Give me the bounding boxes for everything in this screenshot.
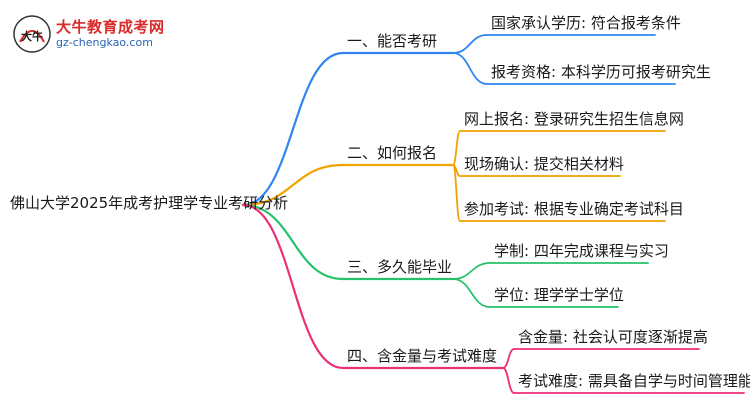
connector-branch-leaf-2-1 xyxy=(452,130,461,166)
logo-badge-text: 大牛 xyxy=(21,29,43,43)
connector-branch-leaf-3-1 xyxy=(452,262,491,280)
leaf-node-4-1: 含金量: 社会认可度逐渐提高 xyxy=(518,328,708,346)
leaf-node-3-2: 学位: 理学学士学位 xyxy=(494,286,624,304)
leaf-node-1-1: 国家承认学历: 符合报考条件 xyxy=(491,14,681,32)
connector-branch-leaf-4-2 xyxy=(502,367,515,394)
branch-node-1: 一、能否考研 xyxy=(347,32,438,50)
branch-node-3: 三、多久能毕业 xyxy=(347,258,453,276)
connector-branch-leaf-1-1 xyxy=(452,34,488,54)
logo-url: gz-chengkao.com xyxy=(56,36,153,49)
leaf-node-2-3: 参加考试: 根据专业确定考试科目 xyxy=(464,200,684,218)
branch-node-4: 四、含金量与考试难度 xyxy=(347,347,498,365)
leaf-node-3-1: 学制: 四年完成课程与实习 xyxy=(494,242,669,260)
site-logo: 大牛 大牛教育成考网 gz-chengkao.com xyxy=(12,14,165,54)
mindmap-root-node: 佛山大学2025年成考护理学专业考研分析 xyxy=(10,194,289,212)
connector-branch-leaf-4-1 xyxy=(502,348,515,369)
leaf-node-2-2: 现场确认: 提交相关材料 xyxy=(464,155,624,173)
leaf-node-2-1: 网上报名: 登录研究生招生信息网 xyxy=(464,110,684,128)
connector-root-branch-3 xyxy=(241,203,345,281)
connector-root-branch-1 xyxy=(241,51,345,207)
branch-node-2: 二、如何报名 xyxy=(347,144,438,162)
connector-branch-leaf-3-2 xyxy=(452,278,491,308)
logo-badge-icon: 大牛 xyxy=(13,15,51,53)
leaf-node-4-2: 考试难度: 需具备自学与时间管理能力 xyxy=(518,372,750,390)
connector-branch-leaf-2-3 xyxy=(452,164,461,222)
connector-root-branch-4 xyxy=(241,203,345,370)
logo-name: 大牛教育成考网 xyxy=(56,18,165,36)
connector-branch-leaf-1-2 xyxy=(452,52,488,85)
connector-root-branch-2 xyxy=(241,163,345,207)
leaf-node-1-2: 报考资格: 本科学历可报考研究生 xyxy=(491,63,711,81)
